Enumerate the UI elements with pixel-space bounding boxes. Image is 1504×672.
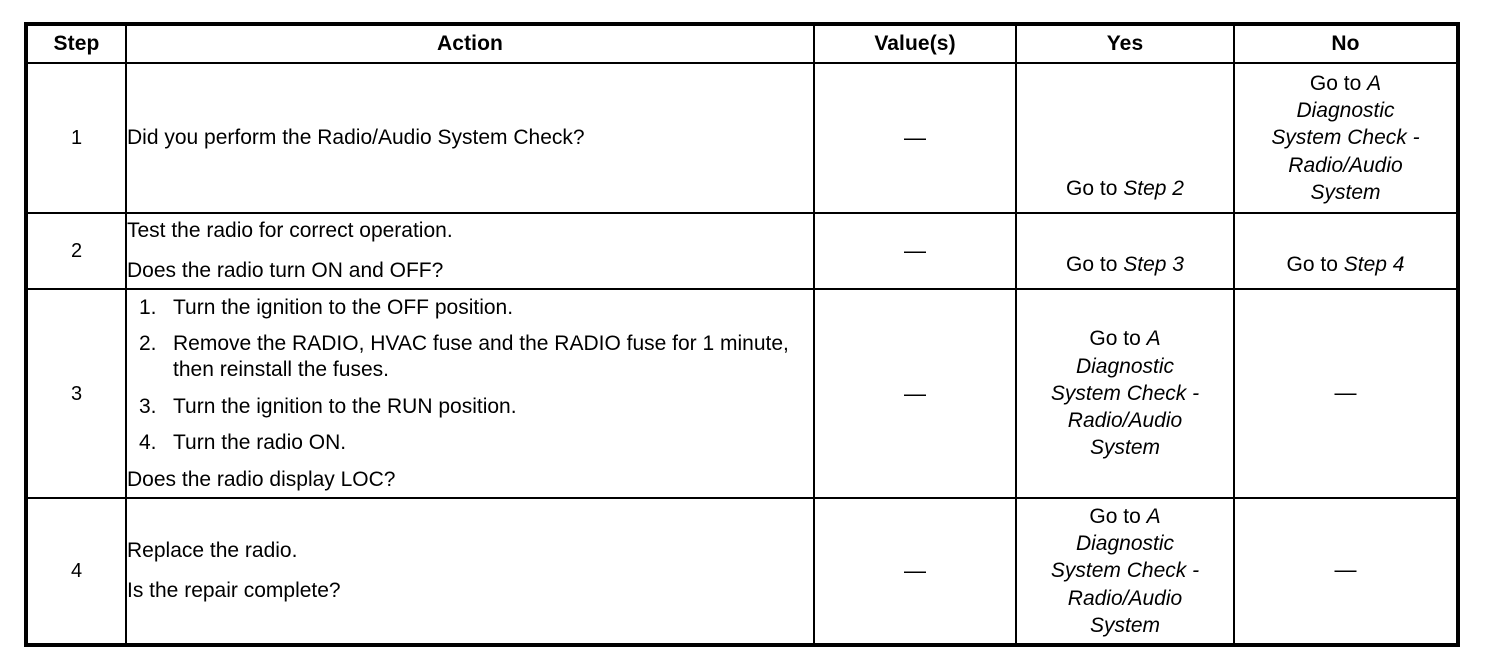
goto-target: Step 2 — [1123, 176, 1184, 200]
goto-line: Radio/Audio — [1288, 153, 1403, 177]
goto-line: Diagnostic — [1075, 354, 1175, 378]
em-dash: — — [1334, 379, 1357, 405]
value-cell: — — [813, 497, 1017, 646]
list-item: 3. Turn the ignition to the RUN position. — [127, 394, 813, 420]
goto-label: Go to — [1066, 176, 1124, 200]
goto-line: System — [1310, 180, 1381, 204]
action-text: Test the radio for correct operation. — [127, 219, 453, 243]
column-header-yes: Yes — [1015, 23, 1235, 64]
table-row: 4 Replace the radio. Is the repair compl… — [25, 497, 1459, 646]
yes-cell: Go to A Diagnostic System Check - Radio/… — [1015, 497, 1235, 646]
value-cell: — — [813, 62, 1017, 214]
goto-line: Diagnostic — [1075, 532, 1175, 556]
goto-line: Radio/Audio — [1067, 409, 1183, 433]
table-row: 1 Did you perform the Radio/Audio System… — [25, 62, 1459, 214]
goto-line: Go to A — [1017, 325, 1233, 352]
action-cell: Did you perform the Radio/Audio System C… — [125, 62, 815, 214]
table-row: 3 1. Turn the ignition to the OFF positio… — [25, 288, 1459, 499]
no-cell: — — [1233, 497, 1459, 646]
list-item-text: Remove the RADIO, HVAC fuse and the RADI… — [173, 332, 789, 381]
em-dash: — — [904, 380, 926, 406]
goto-label: Go to — [1089, 327, 1147, 351]
goto-line: System Check - — [1050, 559, 1200, 583]
goto-line: Go to A — [1235, 70, 1456, 97]
list-item: 2. Remove the RADIO, HVAC fuse and the RA… — [127, 331, 813, 382]
em-dash: — — [1334, 557, 1357, 583]
no-cell: — — [1233, 288, 1459, 499]
yes-cell: Go to A Diagnostic System Check - Radio/… — [1015, 288, 1235, 499]
goto-line: Radio/Audio — [1067, 586, 1183, 610]
action-text: Replace the radio. — [127, 539, 298, 563]
goto-line: System Check - — [1271, 126, 1420, 150]
column-header-action: Action — [125, 23, 815, 64]
action-question: Does the radio display LOC? — [127, 467, 396, 491]
goto-line: System — [1089, 436, 1160, 460]
goto-diagnostic-system-check: Go to A Diagnostic System Check - Radio/… — [1017, 503, 1233, 639]
step-number: 3 — [25, 288, 127, 499]
goto-label: Go to — [1089, 504, 1147, 528]
action-text: Is the repair complete? — [127, 579, 341, 602]
goto-diagnostic-system-check: Go to A Diagnostic System Check - Radio/… — [1235, 70, 1456, 206]
list-item-number: 3. — [139, 394, 157, 418]
step-number: 4 — [25, 497, 127, 646]
no-cell: Go to A Diagnostic System Check - Radio/… — [1233, 62, 1459, 214]
goto-diagnostic-system-check: Go to A Diagnostic System Check - Radio/… — [1017, 325, 1233, 461]
goto-label: Go to — [1066, 252, 1124, 276]
column-header-step: Step — [25, 23, 127, 64]
action-text: Did you perform the Radio/Audio System C… — [127, 126, 585, 150]
em-dash: — — [904, 125, 926, 150]
action-cell: Replace the radio. Is the repair complet… — [125, 497, 815, 646]
table-row: 2 Test the radio for correct operation. … — [25, 212, 1459, 290]
action-cell: 1. Turn the ignition to the OFF position.… — [125, 288, 815, 499]
header-row: Step Action Value(s) Yes No — [25, 23, 1459, 64]
goto-target: Step 3 — [1123, 252, 1184, 276]
list-item: 4. Turn the radio ON. — [127, 430, 813, 456]
value-cell: — — [813, 288, 1017, 499]
goto-target: Step 4 — [1343, 252, 1405, 276]
em-dash: — — [904, 558, 926, 583]
list-item-number: 4. — [139, 431, 157, 455]
column-header-value: Value(s) — [813, 23, 1017, 64]
column-header-no: No — [1233, 23, 1459, 64]
goto-label: Go to — [1309, 71, 1368, 95]
list-item-text: Turn the ignition to the OFF position. — [173, 295, 514, 319]
goto-target: A — [1146, 327, 1161, 351]
value-cell: — — [813, 212, 1017, 290]
action-cell: Test the radio for correct operation. Do… — [125, 212, 815, 290]
list-item-text: Turn the radio ON. — [173, 431, 347, 455]
no-cell: Go to Step 4 — [1233, 212, 1459, 290]
yes-cell: Go to Step 2 — [1015, 62, 1235, 214]
list-item: 1. Turn the ignition to the OFF position. — [127, 295, 813, 321]
list-item-text: Turn the ignition to the RUN position. — [173, 394, 517, 418]
goto-target: A — [1146, 504, 1161, 528]
diagnostic-table: Step Action Value(s) Yes No 1 Did you pe… — [24, 22, 1460, 647]
table-body: 1 Did you perform the Radio/Audio System… — [25, 62, 1459, 646]
table-header: Step Action Value(s) Yes No — [25, 23, 1459, 64]
goto-target: A — [1367, 71, 1382, 95]
numbered-step-list: 1. Turn the ignition to the OFF position.… — [127, 295, 813, 456]
step-number: 1 — [25, 62, 127, 214]
goto-line: Diagnostic — [1296, 99, 1395, 123]
goto-line: Go to A — [1017, 503, 1233, 530]
list-item-number: 1. — [139, 295, 157, 319]
yes-cell: Go to Step 3 — [1015, 212, 1235, 290]
list-item-number: 2. — [139, 332, 157, 356]
em-dash: — — [904, 238, 926, 263]
goto-line: System Check - — [1050, 381, 1200, 405]
action-text: Does the radio turn ON and OFF? — [127, 259, 444, 282]
goto-line: System — [1089, 613, 1160, 637]
goto-label: Go to — [1286, 252, 1344, 276]
step-number: 2 — [25, 212, 127, 290]
